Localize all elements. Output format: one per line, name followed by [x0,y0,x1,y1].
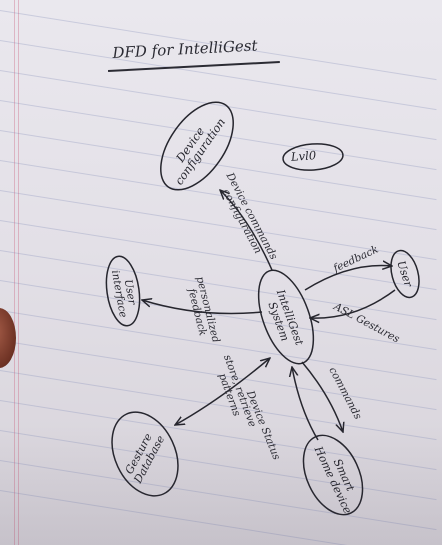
user-interface-shape [105,255,141,327]
finger-photo-edge [0,308,16,368]
flow-store-retrieve-arrow [175,358,270,425]
device-config-shape [160,101,234,191]
flow-asl-gestures-arrow [310,289,396,318]
smart-home-shape [302,434,364,516]
margin-line [18,0,19,545]
user-shape [390,249,420,299]
flow-commands-arrow [301,361,343,432]
flow-feedback-arrow [304,266,392,291]
level-annotation: Lvl0 [290,148,317,164]
flow-device-status-arrow [292,367,319,441]
flow-device-commands-arrow [220,190,273,271]
gesture-db-shape [111,411,179,497]
margin-line [14,0,15,545]
flow-personalized-feedback-arrow [142,300,263,315]
level-annotation-shape [282,143,344,171]
